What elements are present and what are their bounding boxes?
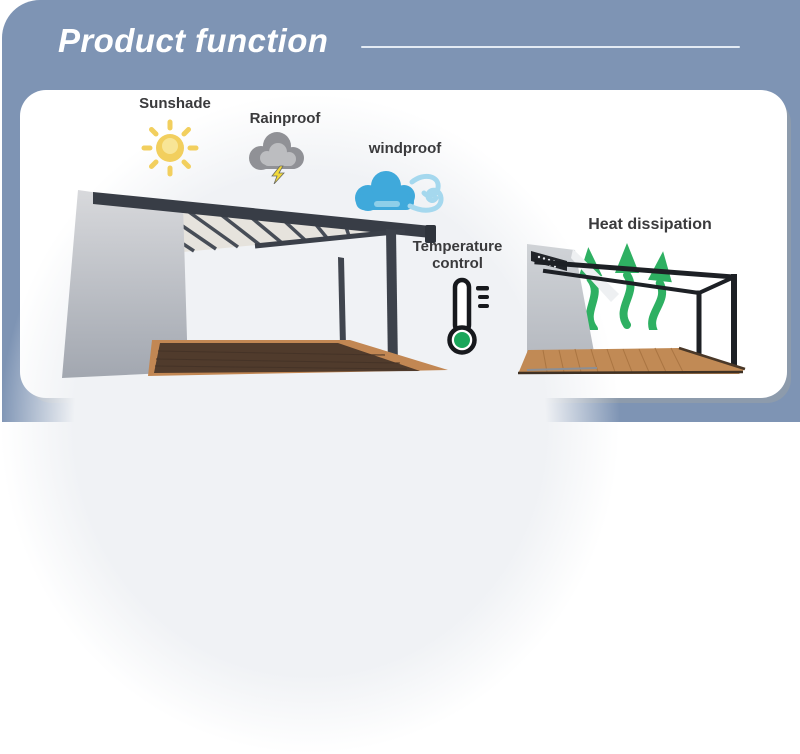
feature-label-temperature-control: Temperature control (390, 238, 525, 273)
pergola-open-illustration (517, 244, 746, 375)
feature-label-rainproof: Rainproof (249, 110, 321, 127)
temperature-label-line2: control (432, 255, 483, 273)
temperature-label-line1: Temperature (412, 238, 503, 255)
sun-icon (141, 119, 199, 177)
storm-cloud-icon (249, 132, 304, 184)
title-underline (361, 46, 740, 48)
feature-label-heat-dissipation: Heat dissipation (588, 216, 712, 233)
pergola-closed-illustration (62, 190, 448, 378)
feature-label-sunshade: Sunshade (139, 95, 211, 112)
wind-cloud-icon (355, 171, 444, 213)
content-card: Sunshade Rainproof windproof Temperature… (0, 90, 787, 754)
feature-label-windproof: windproof (368, 140, 442, 157)
thermometer-icon (447, 277, 489, 355)
page-title: Product function (58, 22, 329, 59)
